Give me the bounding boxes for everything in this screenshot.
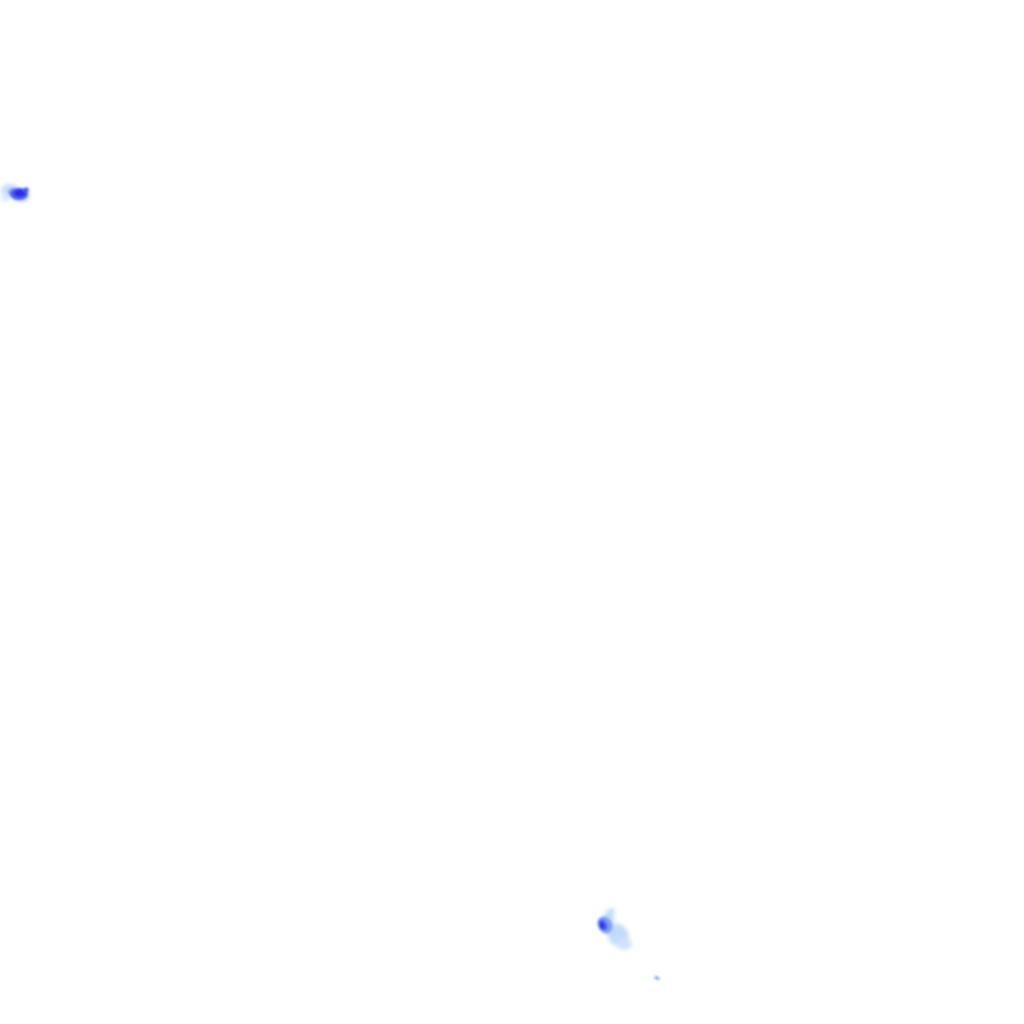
echo-speck-south — [654, 976, 660, 980]
echo-cluster-south — [597, 908, 632, 950]
echo-cluster-northwest — [1, 184, 30, 202]
